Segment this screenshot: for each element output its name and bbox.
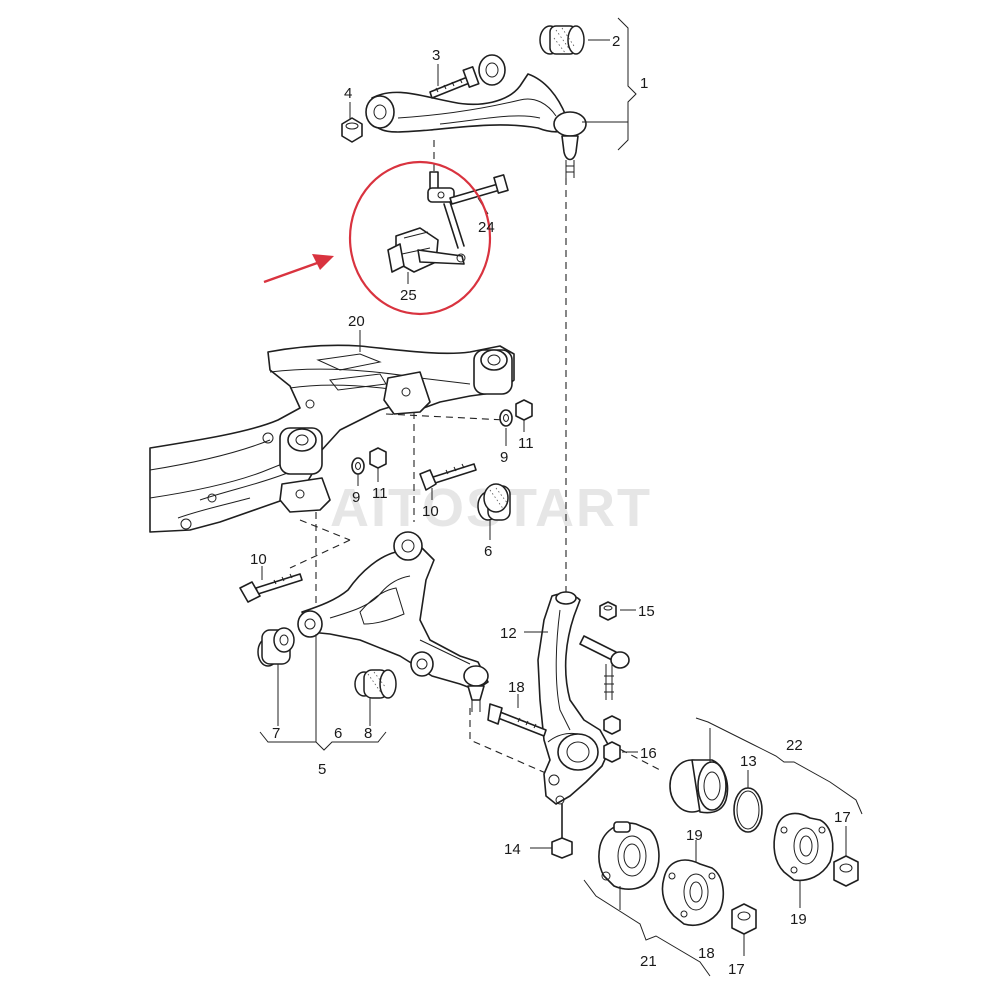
bracket-part-5 <box>259 634 387 751</box>
callout-leaders <box>261 64 847 956</box>
callout-24: 24 <box>478 219 495 236</box>
bracket-part-1 <box>582 17 637 151</box>
hub-flange-right <box>773 812 834 882</box>
wheel-bearing-part-13-assembly <box>669 759 729 814</box>
bracket-part-21 <box>583 879 711 977</box>
nut-part-16 <box>603 741 621 763</box>
callout-10-rear: 10 <box>422 503 439 520</box>
upper-control-arm <box>365 54 587 178</box>
subframe-crossmember <box>149 344 515 533</box>
bearing-housing-part-21 <box>598 821 660 890</box>
callout-13: 13 <box>740 753 757 770</box>
nut-part-11-rear <box>515 399 533 421</box>
tie-rod-link <box>579 635 630 735</box>
callout-19-left: 19 <box>686 827 703 844</box>
callout-22: 22 <box>786 737 803 754</box>
callout-20: 20 <box>348 313 365 330</box>
callout-3: 3 <box>432 47 440 64</box>
callout-4: 4 <box>344 85 352 102</box>
assembly-dash-lines <box>289 178 567 775</box>
callout-numbers: 1 2 3 4 24 25 20 9 11 9 11 10 6 10 12 15… <box>250 33 851 978</box>
steering-knuckle <box>537 591 661 805</box>
washer-part-9-rear <box>499 409 513 427</box>
bolt-part-10-rear <box>419 463 477 491</box>
bushing-part-2 <box>539 25 585 55</box>
callout-16: 16 <box>640 745 657 762</box>
callout-1: 1 <box>640 75 648 92</box>
callout-18-upper: 18 <box>508 679 525 696</box>
callout-11-front: 11 <box>372 485 388 502</box>
bolt-part-10-front <box>239 573 303 603</box>
highlight-arrow <box>263 254 334 284</box>
callout-18-lower: 18 <box>698 945 715 962</box>
callout-17-right: 17 <box>834 809 851 826</box>
circlip-part-13 <box>733 787 763 833</box>
nut-part-11-front <box>369 447 387 469</box>
lower-control-arm <box>297 531 489 712</box>
bolt-part-18-upper <box>487 703 547 737</box>
callout-19-right: 19 <box>790 911 807 928</box>
callout-14: 14 <box>504 841 521 858</box>
bolt-part-3 <box>429 66 480 99</box>
callout-2: 2 <box>612 33 620 50</box>
callout-10-front: 10 <box>250 551 267 568</box>
bushing-part-7 <box>257 627 295 667</box>
bushing-part-8 <box>354 669 397 699</box>
hub-nut-part-17-left <box>731 903 757 935</box>
callout-6-bracket: 6 <box>334 725 342 742</box>
callout-6-bushing: 6 <box>484 543 492 560</box>
callout-15: 15 <box>638 603 655 620</box>
nut-part-15 <box>599 601 617 621</box>
hub-flange-left <box>661 859 725 926</box>
callout-9-front: 9 <box>352 489 360 506</box>
callout-9-rear: 9 <box>500 449 508 466</box>
callout-11-rear: 11 <box>518 435 534 452</box>
washer-part-9-front <box>351 457 365 475</box>
highlight-circle <box>348 160 492 316</box>
callout-8: 8 <box>364 725 372 742</box>
callout-21: 21 <box>640 953 657 970</box>
bushing-part-6 <box>477 483 511 521</box>
level-sensor-assembly <box>387 140 509 273</box>
callout-12: 12 <box>500 625 517 642</box>
nut-part-14 <box>551 803 573 859</box>
callout-5: 5 <box>318 761 326 778</box>
callout-25: 25 <box>400 287 417 304</box>
bracket-part-22 <box>695 717 863 815</box>
hub-nut-part-17-right <box>833 855 859 887</box>
nut-part-4 <box>341 117 363 143</box>
callout-17-left: 17 <box>728 961 745 978</box>
callout-7: 7 <box>272 725 280 742</box>
